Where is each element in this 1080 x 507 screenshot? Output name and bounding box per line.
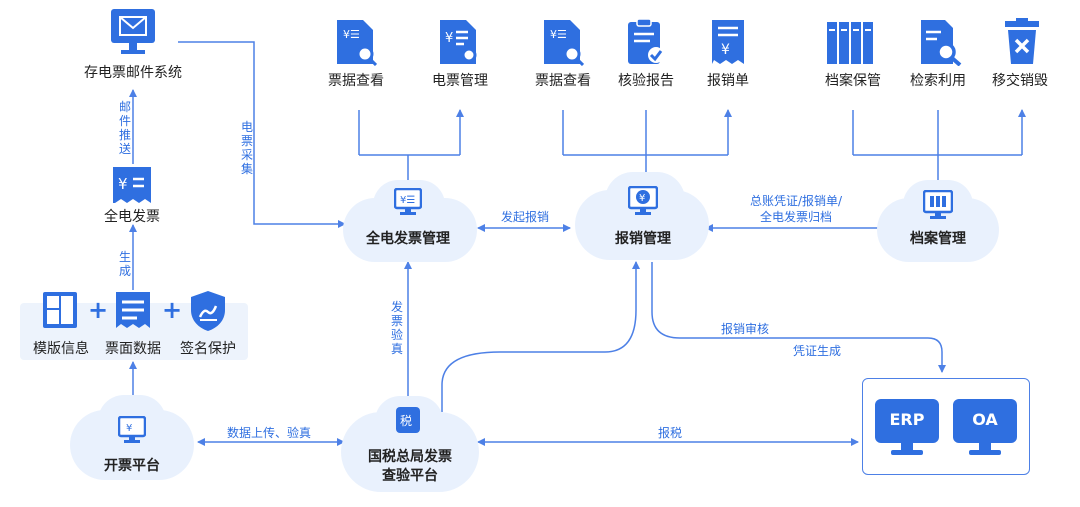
svg-text:¥: ¥ — [445, 31, 453, 46]
reimburse-form-icon[interactable]: ¥ — [710, 18, 746, 66]
invoice-mgmt-monitor-icon[interactable]: ¥☰ — [393, 187, 423, 216]
label-generate: 生成 — [118, 250, 131, 278]
invoice-mgmt-label: 全电发票管理 — [366, 231, 450, 247]
svg-text:¥☰: ¥☰ — [550, 28, 567, 41]
signature-label: 签名保护 — [180, 341, 236, 357]
invoice-data-icon[interactable] — [115, 290, 151, 330]
oa-label: OA — [972, 410, 998, 429]
invoice-view-icon[interactable]: ¥☰ — [335, 18, 378, 67]
archive-monitor-icon[interactable] — [922, 189, 954, 220]
svg-text:¥: ¥ — [126, 423, 132, 434]
reimburse-monitor-icon[interactable]: ¥ — [627, 185, 659, 216]
archive-keep-icon[interactable] — [826, 20, 882, 66]
label-verify-report: 核验报告 — [618, 73, 674, 89]
svg-text:税: 税 — [400, 414, 412, 428]
oa-monitor[interactable] — [952, 398, 1018, 458]
label-einvoice-collect: 电票采集 — [240, 120, 253, 176]
erp-monitor[interactable] — [874, 398, 940, 458]
label-invoice-view-2: 票据查看 — [535, 73, 591, 89]
label-einvoice-mgmt: 电票管理 — [432, 73, 488, 89]
label-mail-push: 邮件推送 — [118, 100, 131, 156]
transfer-destroy-icon[interactable] — [1001, 18, 1043, 66]
svg-text:¥: ¥ — [118, 175, 128, 193]
template-icon[interactable] — [42, 290, 78, 330]
invoice-view-icon-2[interactable]: ¥☰ — [542, 18, 585, 67]
label-reimburse-form: 报销单 — [707, 73, 749, 89]
label-archive-line1: 总账凭证/报销单/ — [749, 194, 843, 208]
verify-report-icon[interactable] — [626, 18, 666, 66]
svg-text:¥☰: ¥☰ — [343, 28, 360, 41]
label-reimburse-audit: 报销审核 — [720, 322, 769, 336]
label-tax-report: 报税 — [657, 426, 682, 440]
tax-platform-label-line1: 国税总局发票 — [368, 449, 452, 465]
label-verify: 发票验真 — [390, 300, 403, 356]
full-invoice-icon[interactable]: ¥ — [111, 165, 153, 205]
svg-text:¥: ¥ — [721, 42, 730, 58]
label-start-reimburse: 发起报销 — [500, 210, 549, 224]
signature-shield-icon[interactable] — [190, 290, 226, 332]
label-archive-line2: 全电发票归档 — [759, 210, 832, 224]
svg-text:¥☰: ¥☰ — [400, 195, 415, 206]
search-use-icon[interactable] — [919, 18, 963, 67]
email-system-label: 存电票邮件系统 — [84, 65, 182, 81]
plus-icon: + — [88, 296, 109, 324]
tax-platform-icon[interactable]: 税 — [394, 406, 422, 434]
label-upload: 数据上传、验真 — [226, 426, 311, 440]
tax-platform-label-line2: 查验平台 — [382, 468, 438, 484]
email-monitor-icon[interactable] — [110, 8, 156, 56]
billing-platform-label: 开票平台 — [104, 458, 160, 474]
label-transfer-destroy: 移交销毁 — [992, 73, 1048, 89]
einvoice-mgmt-icon[interactable]: ¥ — [438, 18, 480, 66]
label-search-use: 检索利用 — [910, 73, 966, 89]
template-info-label: 模版信息 — [33, 341, 89, 357]
label-voucher-gen: 凭证生成 — [792, 344, 841, 358]
archive-mgmt-label: 档案管理 — [910, 231, 966, 247]
label-invoice-view-1: 票据查看 — [328, 73, 384, 89]
billing-monitor-icon[interactable]: ¥ — [117, 415, 147, 444]
label-archive-keep: 档案保管 — [825, 73, 881, 89]
reimburse-mgmt-label: 报销管理 — [615, 231, 671, 247]
svg-text:¥: ¥ — [639, 193, 645, 204]
full-invoice-label: 全电发票 — [104, 209, 160, 225]
erp-label: ERP — [889, 410, 925, 429]
plus-icon-2: + — [162, 296, 183, 324]
invoice-data-label: 票面数据 — [105, 341, 161, 357]
